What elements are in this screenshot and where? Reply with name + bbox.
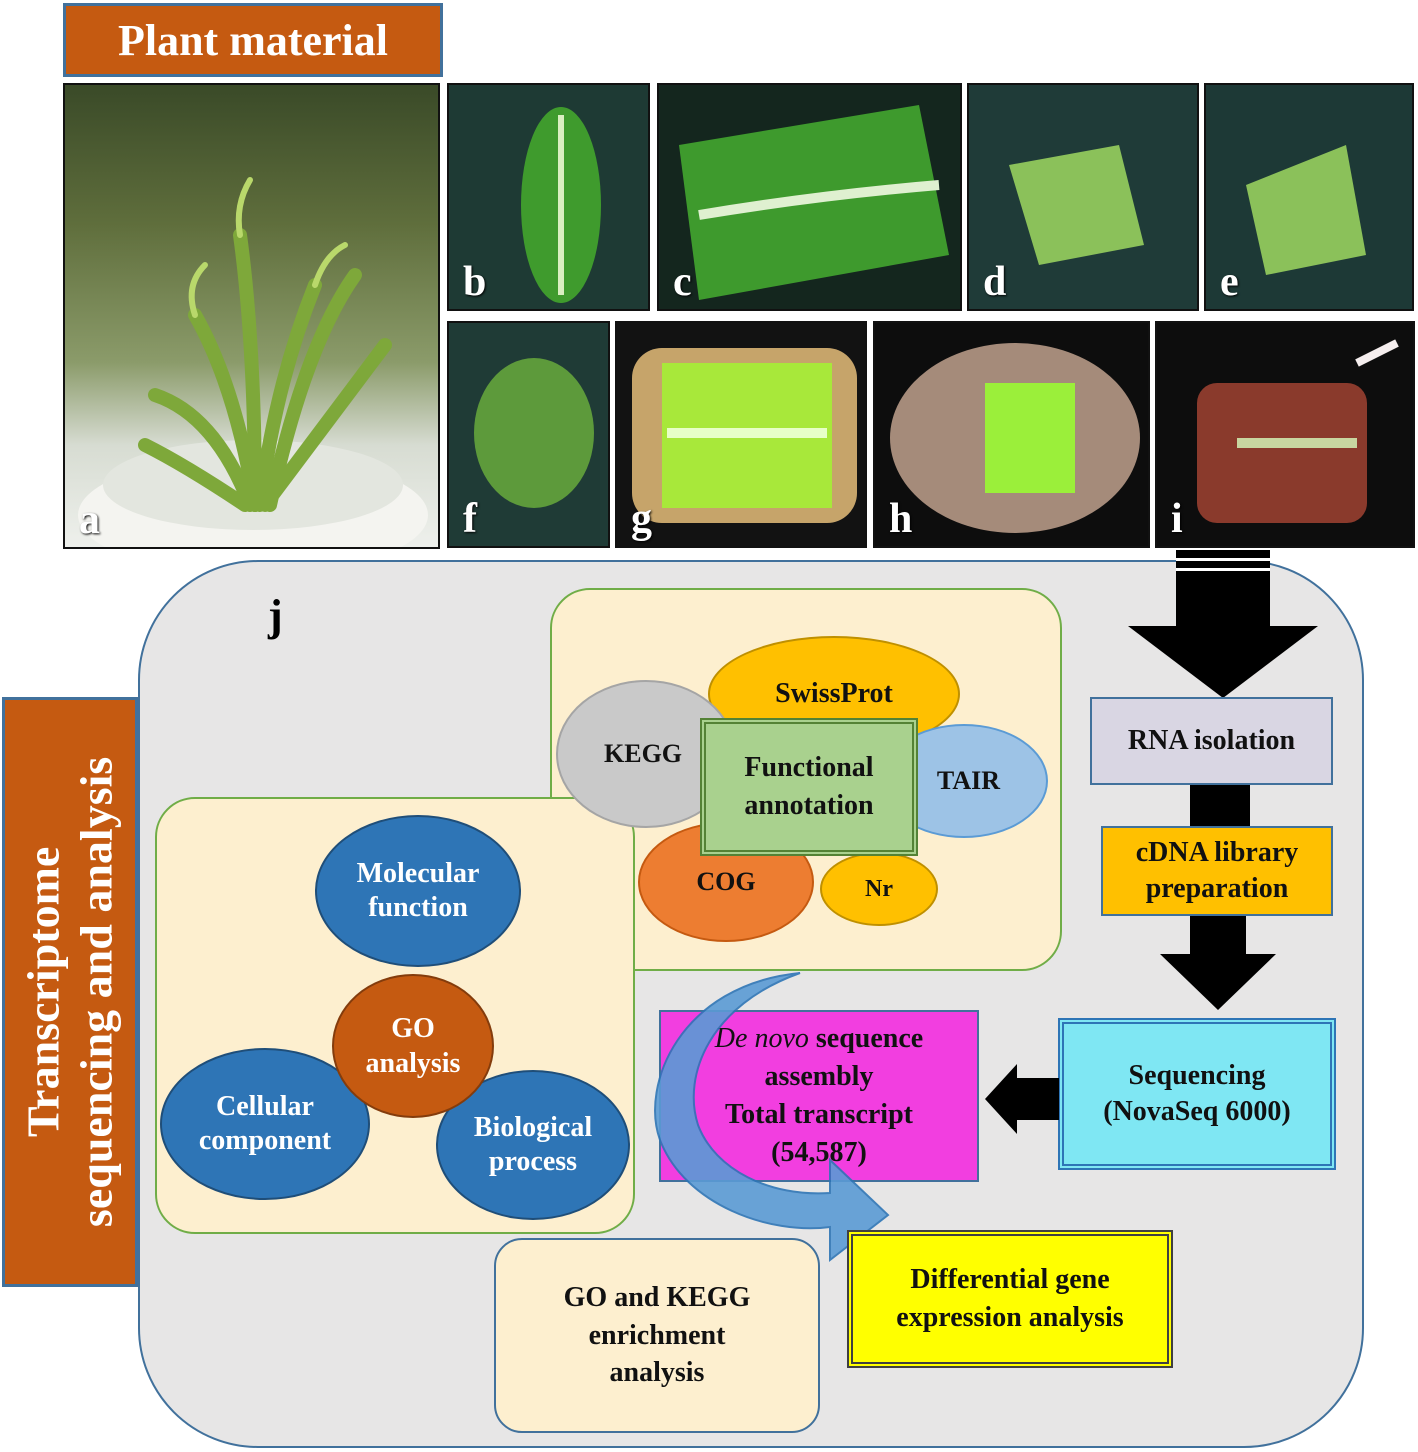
sequencing-line-1: Sequencing (1128, 1059, 1266, 1091)
functional-annotation-line-2: annotation (744, 790, 874, 821)
side-title-line-1: Transcriptome (17, 846, 69, 1138)
photo-panel-e: e (1204, 83, 1414, 311)
denovo-line-4: (54,587) (771, 1136, 867, 1168)
denovo-line-2: assembly (764, 1061, 874, 1093)
dge-line-1: Differential gene (910, 1264, 1110, 1296)
arrow-rna-to-cdna-icon (1190, 785, 1250, 829)
enrichment-analysis-box: GO and KEGG enrichment analysis (494, 1238, 820, 1433)
panel-letter-f: f (463, 496, 477, 542)
kegg-label: KEGG (604, 739, 683, 768)
side-title-line-2: sequencing and analysis (70, 756, 122, 1228)
photo-panel-h: h (873, 321, 1150, 548)
photo-panel-i: i (1155, 321, 1415, 548)
nr-label: Nr (865, 875, 893, 902)
molecular-function-line-2: function (368, 892, 468, 923)
denovo-rest-text: sequence (808, 1023, 924, 1055)
callus-illustration-g (632, 348, 857, 523)
plant-material-title: Plant material (63, 3, 443, 77)
cellular-component-line-2: component (198, 1125, 332, 1156)
photo-panel-f: f (447, 321, 610, 548)
functional-annotation-line-1: Functional (744, 752, 874, 784)
panel-letter-g: g (631, 496, 652, 542)
go-analysis-line-1: GO (391, 1013, 435, 1044)
enrichment-line-1: GO and KEGG (563, 1281, 751, 1313)
leaf-illustration-c (679, 105, 949, 300)
photo-panel-d: d (967, 83, 1199, 311)
swissprot-label: SwissProt (775, 678, 893, 709)
plant-material-title-text: Plant material (117, 15, 389, 65)
panel-letter-b: b (463, 259, 487, 305)
cellular-component-line-1: Cellular (216, 1090, 314, 1122)
arrow-sequencing-to-denovo-icon (985, 1064, 1059, 1134)
photo-panel-g: g (615, 321, 867, 548)
cdna-line-1: cDNA library (1135, 836, 1299, 868)
enrichment-line-3: analysis (609, 1357, 705, 1389)
cellular-component-circle: Cellular component (160, 1048, 370, 1200)
go-analysis-line-2: analysis (365, 1048, 461, 1079)
leaf-illustration-e (1246, 145, 1366, 275)
differential-expression-box: Differential gene expression analysis (847, 1230, 1173, 1368)
sequencing-box: Sequencing (NovaSeq 6000) (1058, 1018, 1336, 1170)
callus-illustration-i (1197, 339, 1399, 523)
panel-letter-h: h (889, 496, 913, 542)
callus-illustration-h (890, 343, 1140, 533)
transcriptome-side-title: Transcriptome sequencing and analysis (2, 697, 138, 1287)
leaf-illustration-f (474, 358, 594, 508)
enrichment-line-2: enrichment (588, 1319, 726, 1351)
photo-panel-a: a (63, 83, 440, 549)
dge-line-2: expression analysis (896, 1302, 1124, 1333)
sequencing-line-2: (NovaSeq 6000) (1103, 1096, 1291, 1127)
curved-arrow-to-dge-icon (654, 972, 890, 1263)
denovo-line-3: Total transcript (725, 1099, 913, 1130)
denovo-line-1: De novo sequence (715, 1020, 923, 1058)
denovo-italic-text: De novo (714, 1023, 809, 1055)
panel-letter-c: c (673, 259, 692, 305)
cog-label: COG (696, 867, 756, 896)
photo-panel-c: c (657, 83, 962, 311)
panel-letter-j: j (268, 591, 283, 640)
flask-illustration (78, 177, 428, 547)
tair-label: TAIR (936, 766, 1000, 795)
leaf-illustration-b (521, 107, 601, 303)
panel-letter-i: i (1171, 496, 1183, 542)
nr-ellipse: Nr (820, 852, 938, 926)
functional-annotation-box: Functional annotation (700, 718, 918, 856)
cdna-library-box: cDNA library preparation (1101, 826, 1333, 916)
panel-letter-a: a (79, 497, 100, 543)
molecular-function-circle: Molecular function (315, 815, 521, 967)
biological-process-line-1: Biological (473, 1111, 593, 1143)
panel-letter-d: d (983, 259, 1007, 305)
biological-process-line-2: process (488, 1146, 578, 1177)
go-analysis-circle: GO analysis (332, 974, 494, 1118)
molecular-function-line-1: Molecular (356, 857, 480, 889)
panel-letter-e: e (1220, 259, 1239, 305)
arrow-to-rna-icon (1128, 550, 1318, 698)
rna-isolation-label: RNA isolation (1127, 725, 1296, 756)
photo-panel-b: b (447, 83, 650, 311)
cdna-line-2: preparation (1145, 873, 1289, 904)
arrow-cdna-to-sequencing-icon (1160, 916, 1276, 1010)
leaf-illustration-d (1009, 145, 1144, 265)
rna-isolation-box: RNA isolation (1090, 697, 1333, 785)
